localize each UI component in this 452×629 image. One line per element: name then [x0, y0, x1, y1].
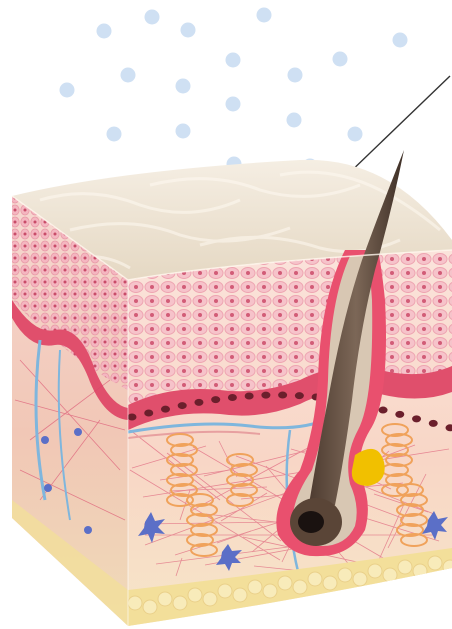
particle-dot: [176, 124, 191, 139]
particle-dot: [60, 83, 75, 98]
particle-dot: [226, 97, 241, 112]
front-face: [120, 240, 452, 629]
particle-dot: [226, 53, 241, 68]
particle-dot: [97, 24, 112, 39]
particle-dot: [107, 127, 122, 142]
particle-dot: [257, 8, 272, 23]
dermal-papilla: [298, 511, 324, 533]
particle-dot: [333, 52, 348, 67]
particle-dot: [145, 10, 160, 25]
particle-dot: [287, 113, 302, 128]
particle-dot: [393, 33, 408, 48]
sebaceous-gland: [352, 449, 385, 486]
particle-dot: [181, 23, 196, 38]
particle-dot: [348, 127, 363, 142]
particle-dot: [176, 79, 191, 94]
particle-dot: [121, 68, 136, 83]
particle-dot: [288, 68, 303, 83]
